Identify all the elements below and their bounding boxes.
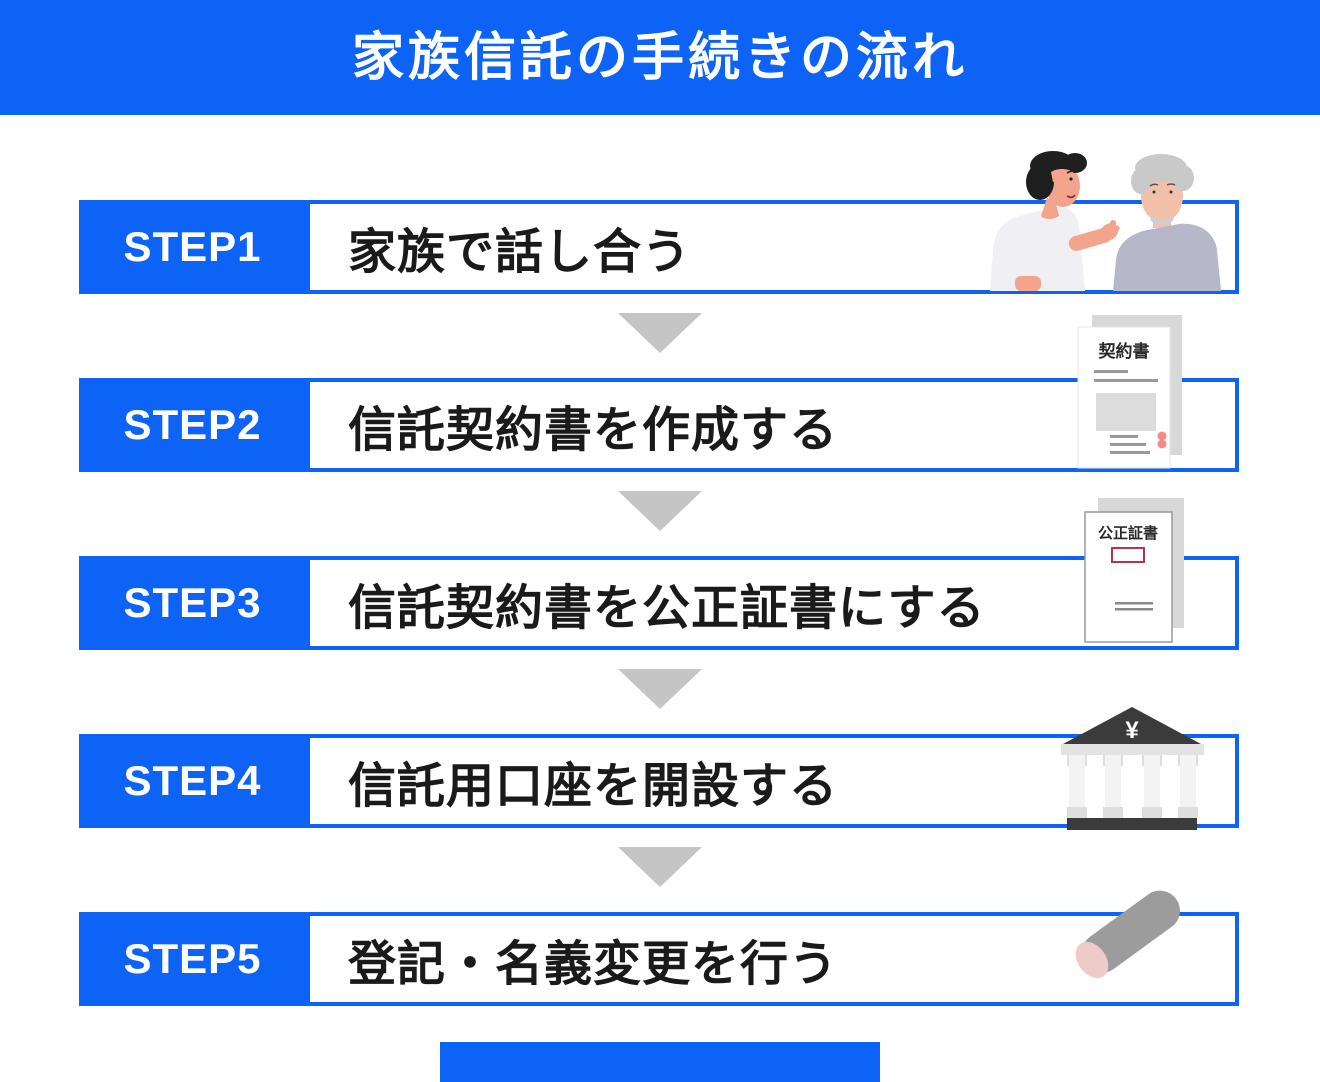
bank-building-svg: ¥ xyxy=(1061,707,1204,830)
hanko-stamp-svg xyxy=(1075,890,1180,979)
page-title: 家族信託の手続きの流れ xyxy=(351,28,968,87)
two-people-talking-icon xyxy=(985,150,1225,291)
header-banner: 家族信託の手続きの流れ xyxy=(0,0,1320,115)
stamp-face xyxy=(1075,941,1109,979)
contract-document-icon: 契約書 xyxy=(1070,315,1190,470)
step-row-2: STEP2 信託契約書を作成する xyxy=(79,378,1239,472)
two-people-talking-svg xyxy=(990,151,1221,291)
step-row-3: STEP3 信託契約書を公正証書にする xyxy=(79,556,1239,650)
bank-building-icon: ¥ xyxy=(1060,705,1205,830)
step-badge-1: STEP1 xyxy=(79,200,306,294)
contract-document-svg: 契約書 xyxy=(1077,315,1182,469)
bank-columns xyxy=(1067,755,1198,818)
down-arrow-icon xyxy=(618,847,702,887)
down-arrow-icon xyxy=(618,491,702,531)
step-badge-3: STEP3 xyxy=(79,556,306,650)
step-badge-5: STEP5 xyxy=(79,912,306,1006)
elder-figure xyxy=(1113,154,1221,291)
red-stamp-box xyxy=(1111,547,1145,563)
down-arrow-icon xyxy=(618,313,702,353)
step-row-5: STEP5 登記・名義変更を行う xyxy=(79,912,1239,1006)
hanko-stamp-icon xyxy=(1062,876,1202,991)
step-title-3: 信託契約書を公正証書にする xyxy=(306,556,1239,650)
seal-dot xyxy=(1157,439,1167,449)
step-title-5: 登記・名義変更を行う xyxy=(306,912,1239,1006)
notary-deed-document-icon: 公正証書 xyxy=(1078,498,1193,648)
seal-dot xyxy=(1157,431,1167,441)
bank-roof xyxy=(1063,707,1201,744)
down-arrow-icon xyxy=(618,669,702,709)
contract-doc-label: 契約書 xyxy=(1098,341,1150,361)
bank-base xyxy=(1067,818,1197,830)
notary-deed-svg: 公正証書 xyxy=(1084,498,1184,643)
step-badge-2: STEP2 xyxy=(79,378,306,472)
front-page xyxy=(1084,511,1173,643)
footer-accent-bar xyxy=(440,1042,880,1082)
notary-doc-label: 公正証書 xyxy=(1098,524,1158,542)
step-badge-4: STEP4 xyxy=(79,734,306,828)
yen-symbol: ¥ xyxy=(1125,717,1139,744)
stamp-cylinder xyxy=(1075,890,1180,979)
speaker-figure xyxy=(990,151,1120,291)
